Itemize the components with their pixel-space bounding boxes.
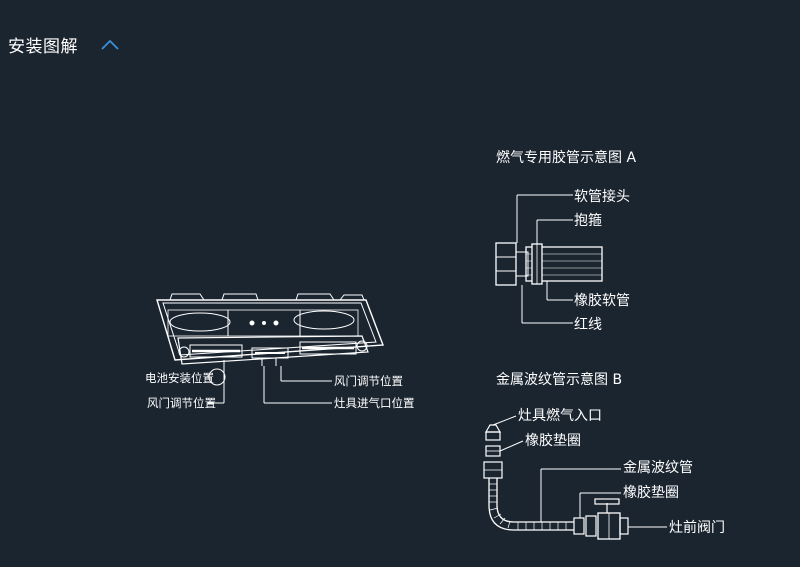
section-header: 安装图解 [8, 32, 120, 57]
label-red-line: 红线 [574, 317, 602, 333]
label-corrugated-pipe: 金属波纹管 [623, 460, 693, 476]
stove-leader-lines [208, 360, 332, 404]
hose-a-illustration [495, 242, 603, 286]
label-damper-right: 风门调节位置 [334, 374, 403, 388]
hose-b-leader-lines [492, 415, 667, 528]
section-title: 安装图解 [8, 37, 78, 57]
label-hose-connector: 软管接头 [574, 188, 630, 205]
label-damper-left: 风门调节位置 [147, 396, 216, 410]
hose-b-title: 金属波纹管示意图 B [496, 371, 622, 388]
stove-illustration [156, 293, 384, 366]
label-rubber-hose: 橡胶软管 [574, 292, 630, 309]
hose-b-illustration [483, 424, 629, 540]
hose-a-leader-lines [516, 194, 573, 324]
label-front-valve: 灶前阀门 [669, 519, 725, 536]
hose-a-title: 燃气专用胶管示意图 A [496, 149, 636, 166]
chevron-up-icon[interactable] [100, 38, 120, 52]
battery-position-icon [208, 368, 226, 386]
label-gasket-bottom: 橡胶垫圈 [623, 484, 679, 501]
label-stove-gas-inlet: 灶具燃气入口 [518, 407, 602, 424]
label-gas-inlet-position: 灶具进气口位置 [334, 396, 415, 410]
label-gasket-top: 橡胶垫圈 [525, 432, 581, 449]
label-clamp: 抱箍 [574, 212, 602, 229]
label-battery-position: 电池安装位置 [145, 371, 214, 385]
